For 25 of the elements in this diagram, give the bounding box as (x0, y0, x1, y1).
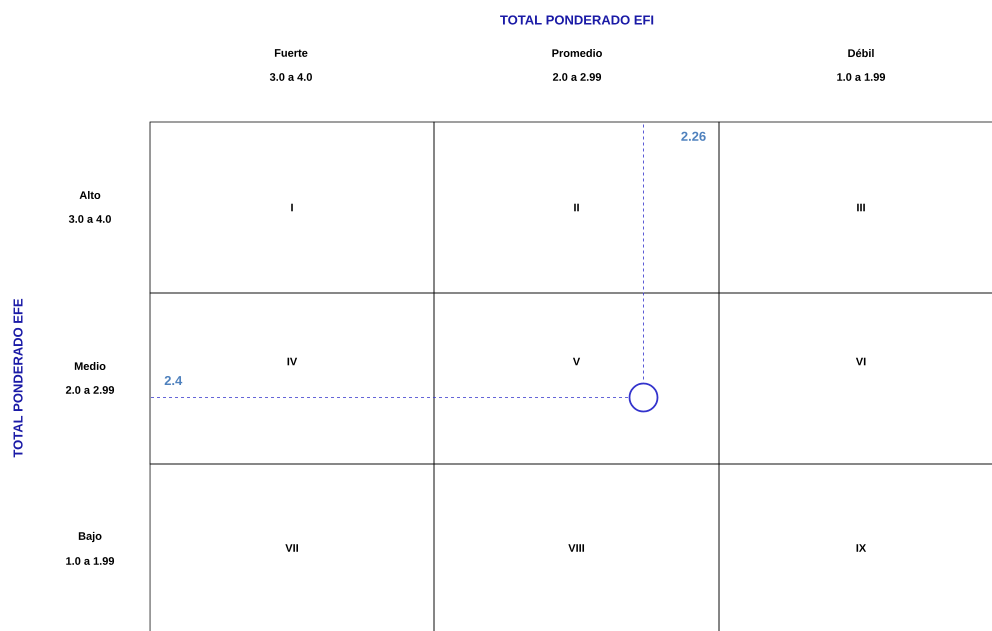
range-label: 1.0 a 1.99 (837, 73, 886, 81)
range-label: 2.0 a 2.99 (66, 386, 114, 394)
matrix-cell: IX (718, 464, 992, 631)
dashed-guide-line (150, 397, 629, 398)
position-marker (628, 382, 658, 412)
range-label: 3.0 a 4.0 (270, 73, 312, 81)
range-label: 3.0 a 4.0 (68, 215, 111, 223)
column-header: Débil (848, 48, 874, 58)
column-header: Fuerte (274, 49, 308, 57)
matrix-cell: VI (718, 292, 992, 464)
range-label: 1.0 a 1.99 (66, 557, 114, 565)
matrix-cell: VII (150, 464, 434, 631)
title: TOTAL PONDERADO EFI (500, 15, 654, 25)
axis-title: TOTAL PONDERADO EFE (13, 298, 23, 458)
row-header: Bajo (78, 532, 102, 542)
matrix-cell: V (434, 292, 720, 464)
row-header: Alto (80, 190, 100, 200)
value-label: 2.26 (681, 132, 706, 141)
matrix-cell: I (150, 122, 434, 294)
value-label: 2.4 (164, 376, 182, 386)
matrix-cell: VIII (434, 464, 720, 631)
row-header: Medio (74, 362, 106, 370)
matrix-cell: III (718, 122, 992, 294)
range-label: 2.0 a 2.99 (552, 73, 602, 81)
column-header: Promedio (552, 48, 602, 58)
